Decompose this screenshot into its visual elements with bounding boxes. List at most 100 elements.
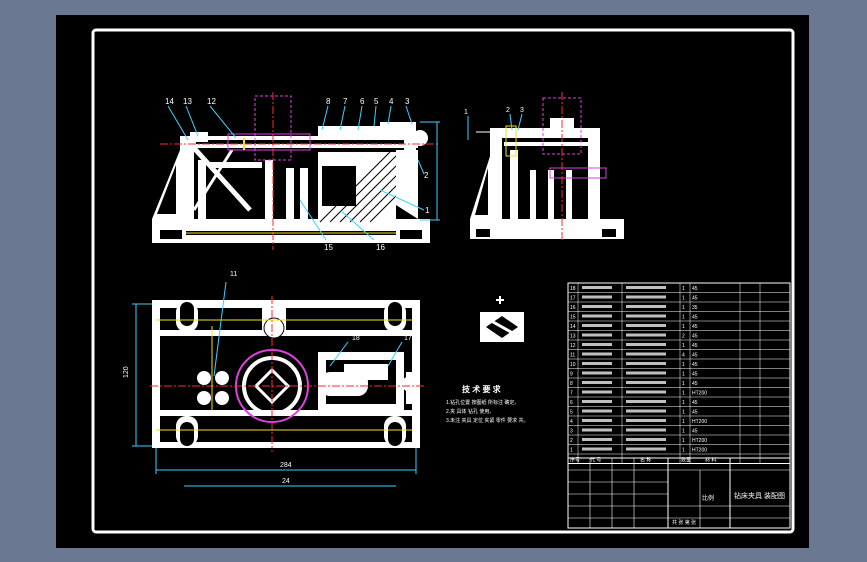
bom-row-code-mark: [582, 343, 612, 346]
bom-row-number: 17: [570, 296, 576, 302]
bom-row-number: 14: [570, 324, 576, 330]
bom-row-code-mark: [582, 295, 612, 299]
bom-row-name-mark: [626, 352, 666, 356]
bom-row-qty: 2: [682, 334, 685, 340]
bom-row-code-mark: [582, 409, 612, 413]
drawing-border: [91, 28, 795, 534]
bom-row-number: 18: [570, 286, 576, 292]
tech-req-line-1: 1.钻孔位置 按图纸 所标注 确定。: [446, 399, 519, 406]
front-balloon-8: 8: [326, 97, 331, 106]
bom-row-material: 45: [692, 296, 698, 302]
bom-row-name-mark: [626, 400, 666, 403]
bom-row-code-mark: [582, 324, 612, 327]
bom-header-cell: 材 料: [705, 457, 716, 464]
top-balloon-17: 17: [404, 335, 412, 342]
top-dim-offset: 24: [282, 478, 290, 485]
bom-row-name-mark: [626, 381, 666, 384]
bom-row-material: 45: [692, 362, 698, 368]
top-balloon-11: 11: [230, 271, 237, 278]
bom-row-number: 16: [570, 305, 576, 311]
bom-row-code-mark: [582, 314, 612, 318]
tech-requirements: 技 术 要 求 1.钻孔位置 按图纸 所标注 确定。 2.夹 具体 钻孔 使用。…: [446, 384, 529, 424]
bom-row-name-mark: [626, 362, 666, 365]
top-balloon-18: 18: [352, 335, 360, 342]
bom-row-qty: 1: [682, 362, 685, 368]
bom-row-qty: 1: [682, 381, 685, 387]
bom-header-cell: 序号: [570, 457, 580, 464]
front-balloon-3: 3: [405, 97, 410, 106]
title-block-title: 钻床夹具 装配图: [734, 491, 785, 500]
front-balloon-4: 4: [389, 97, 394, 106]
bom-row-code-mark: [582, 438, 612, 441]
bom-row-number: 15: [570, 315, 576, 321]
bom-row-number: 2: [570, 438, 573, 444]
bom-row-name-mark: [626, 333, 666, 337]
side-balloon-3: 3: [520, 107, 524, 114]
bom-row-qty: 1: [682, 286, 685, 292]
bom-row-material: 45: [692, 315, 698, 321]
bom-row-code-mark: [582, 390, 612, 394]
bom-row-code-mark: [582, 352, 612, 356]
bom-row-material: HT200: [692, 419, 707, 425]
bom-row-name-mark: [626, 314, 666, 318]
bom-row-qty: 1: [682, 372, 685, 378]
front-balloon-16: 16: [376, 243, 385, 252]
front-balloon-6: 6: [360, 97, 365, 106]
bom-header-cell: 名 称: [640, 457, 651, 464]
bom-row-name-mark: [626, 305, 666, 308]
bom-row-material: 35: [692, 305, 698, 311]
top-dim-length: 284: [280, 462, 292, 469]
side-balloon-1: 1: [464, 109, 468, 116]
front-balloon-5: 5: [374, 97, 379, 106]
bom-row-number: 9: [570, 372, 573, 378]
bom-row-qty: 4: [682, 353, 685, 359]
bom-row-number: 5: [570, 410, 573, 416]
bom-row-name-mark: [626, 409, 666, 413]
bom-row-code-mark: [582, 305, 612, 308]
front-balloon-1: 1: [425, 206, 430, 215]
bom-row-code-mark: [582, 333, 612, 337]
tech-req-line-3: 3.未注 夹具 定位 夹紧 零件 要求 共。: [446, 417, 529, 424]
bom-row-name-mark: [626, 447, 666, 451]
bom-row-number: 6: [570, 400, 573, 406]
front-balloon-2: 2: [424, 171, 429, 180]
bom-row-qty: 1: [682, 315, 685, 321]
bom-row-number: 3: [570, 429, 573, 435]
bom-row-code-mark: [582, 428, 612, 432]
bom-row-name-mark: [626, 286, 666, 289]
front-balloon-7: 7: [343, 97, 348, 106]
bom-row-qty: 1: [682, 296, 685, 302]
top-dim-width: 120: [123, 366, 130, 378]
tech-req-title: 技 术 要 求: [462, 384, 502, 394]
bom-row-number: 4: [570, 419, 573, 425]
bom-row-material: 45: [692, 286, 698, 292]
bom-row-material: HT200: [692, 391, 707, 397]
section-detail: [480, 296, 524, 342]
bom-row-code-mark: [582, 400, 612, 403]
bom-row-qty: 1: [682, 400, 685, 406]
bom-row-material: 45: [692, 353, 698, 359]
bom-row-code-mark: [582, 381, 612, 384]
bom-row-code-mark: [582, 419, 612, 422]
bom-row-material: HT200: [692, 438, 707, 444]
bom-row-material: 45: [692, 400, 698, 406]
bom-row-number: 13: [570, 334, 576, 340]
bom-row-name-mark: [626, 343, 666, 346]
drawing-sheet: [56, 15, 809, 548]
bom-row-qty: 1: [682, 343, 685, 349]
bom-row-name-mark: [626, 390, 666, 394]
bom-row-qty: 1: [682, 448, 685, 454]
title-block: 钻床夹具 装配图 比例 共 张 第 张: [567, 457, 791, 529]
bom-row-code-mark: [582, 447, 612, 451]
bom-row-name-mark: [626, 438, 666, 441]
bom-row-number: 12: [570, 343, 576, 349]
bom-row-code-mark: [582, 371, 612, 375]
bom-row-material: 45: [692, 334, 698, 340]
bom-row-qty: 1: [682, 391, 685, 397]
bom-row-number: 7: [570, 391, 573, 397]
bom-row-code-mark: [582, 286, 612, 289]
bom-row-material: 45: [692, 343, 698, 349]
front-balloon-14: 14: [165, 97, 174, 106]
